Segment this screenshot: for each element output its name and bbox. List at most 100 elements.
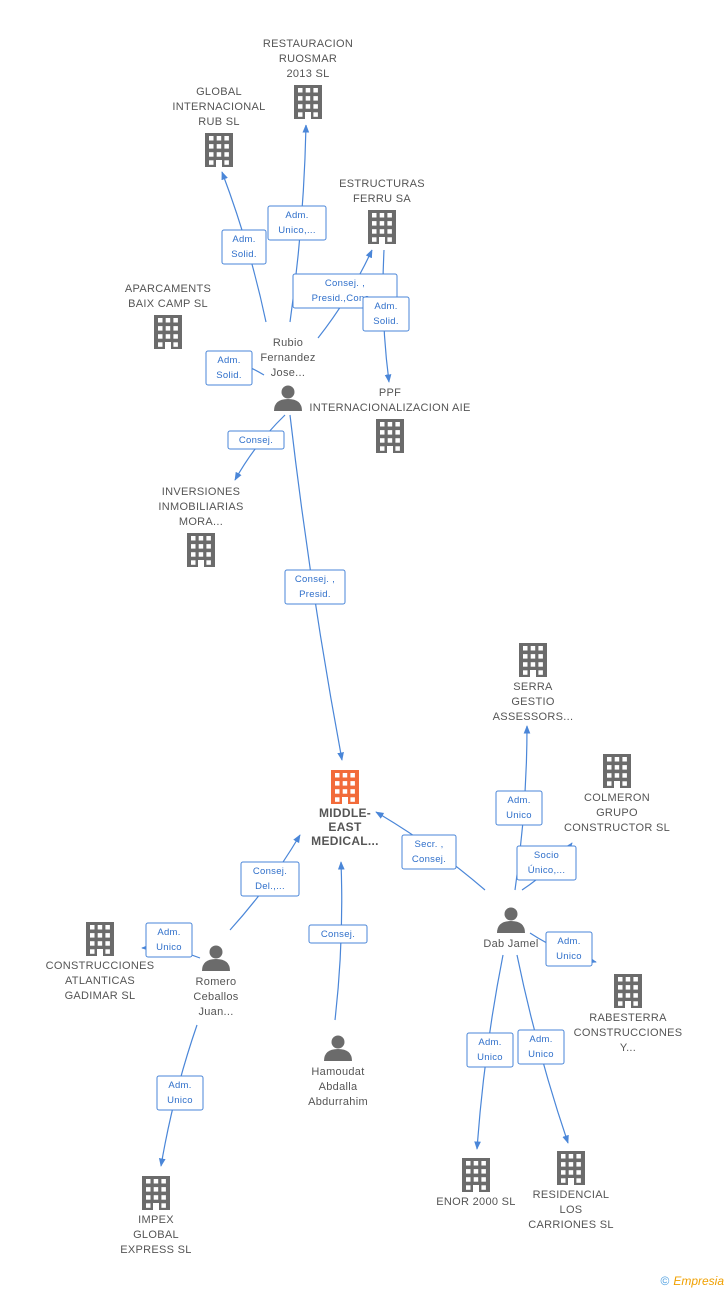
building-icon-ppf[interactable] xyxy=(376,419,404,459)
building-window xyxy=(224,136,229,141)
edge-label-dab-to-colmeron[interactable]: SocioÚnico,... xyxy=(516,845,577,881)
building-window xyxy=(90,957,95,962)
building-door xyxy=(568,1178,574,1185)
edge-label-box xyxy=(308,924,368,944)
company-label-aparcaments-line: BAIX CAMP SL xyxy=(128,298,208,310)
building-window xyxy=(198,568,204,573)
edge-label-rubio-to-inversiones[interactable]: Consej. xyxy=(227,430,285,450)
person-label-rubio: RubioFernandezJose... xyxy=(260,337,315,379)
building-window xyxy=(538,670,543,675)
edge-label-text: Secr. , xyxy=(414,839,443,850)
edge-label-text: Adm. xyxy=(374,301,397,312)
building-icon-focus[interactable] xyxy=(331,770,359,810)
building-window xyxy=(466,1169,471,1174)
building-icon-estructuras[interactable] xyxy=(368,210,396,250)
building-window xyxy=(622,765,627,770)
footer-brand[interactable]: ©Empresia xyxy=(660,1274,724,1288)
person-label-rubio-line: Rubio xyxy=(273,337,303,349)
person-body xyxy=(324,1049,352,1061)
person-icon-romero[interactable] xyxy=(202,945,230,972)
building-icon-impex[interactable] xyxy=(142,1176,170,1216)
edge-label-romero-to-impex[interactable]: Adm.Unico xyxy=(156,1075,204,1111)
building-icon-construcciones-atlanticas[interactable] xyxy=(86,922,114,962)
building-window xyxy=(568,1170,574,1175)
building-window xyxy=(191,544,196,549)
building-window xyxy=(335,773,340,778)
building-window xyxy=(158,318,163,323)
company-label-ppf-line: PPF xyxy=(379,387,401,399)
focus-company-label: MIDDLE-EASTMEDICAL... xyxy=(311,806,378,848)
edge-label-rubio-to-aparcaments[interactable]: Adm.Solid. xyxy=(205,350,253,386)
edge-label-text: Adm. xyxy=(529,1034,552,1045)
edge-label-rubio-to-focus[interactable]: Consej. ,Presid. xyxy=(284,569,346,605)
building-icon-serra[interactable] xyxy=(519,643,547,683)
company-label-impex-line: EXPRESS SL xyxy=(120,1244,191,1256)
building-icon-enor[interactable] xyxy=(462,1158,490,1198)
building-window xyxy=(633,977,638,982)
building-window xyxy=(387,422,393,427)
building-window xyxy=(372,229,377,234)
building-window xyxy=(523,670,528,675)
building-window xyxy=(576,1154,581,1159)
edge-label-text: Unico,... xyxy=(278,225,316,236)
building-window xyxy=(90,941,95,946)
edge-label-text: Solid. xyxy=(231,249,257,260)
edge-label-estructuras-to-ppf[interactable]: Adm.Solid. xyxy=(362,296,410,332)
edge-label-rubio-to-global-internacional[interactable]: Adm.Solid. xyxy=(221,229,267,265)
building-icon-rabesterra[interactable] xyxy=(614,974,642,1014)
company-label-inversiones-line: MORA... xyxy=(179,516,223,528)
building-door xyxy=(153,1203,159,1210)
edge-label-rubio-to-restauracion[interactable]: Adm.Unico,... xyxy=(267,205,327,241)
edge-label-dab-to-enor[interactable]: Adm.Unico xyxy=(466,1032,514,1068)
building-window xyxy=(395,430,400,435)
edge-label-text: Adm. xyxy=(478,1037,501,1048)
edge-label-romero-to-construcciones-atlanticas[interactable]: Adm.Unico xyxy=(145,922,193,958)
edge-label-text: Presid.,Cons... xyxy=(312,293,379,304)
person-icon-rubio[interactable] xyxy=(274,385,302,412)
building-icon-residencial[interactable] xyxy=(557,1151,585,1191)
building-icon-colmeron[interactable] xyxy=(603,754,631,794)
company-label-inversiones-line: INMOBILIARIAS xyxy=(158,501,243,513)
building-window xyxy=(305,104,311,109)
building-window xyxy=(173,350,178,355)
edge-label-text: Unico xyxy=(528,1049,554,1060)
building-window xyxy=(380,446,385,451)
company-label-rabesterra-line: CONSTRUCCIONES xyxy=(574,1027,683,1039)
edge-label-romero-to-focus[interactable]: Consej.Del.,... xyxy=(240,861,300,897)
building-window xyxy=(146,1187,151,1192)
edge-label-dab-to-serra[interactable]: Adm.Unico xyxy=(495,790,543,826)
focus-company-label-line: MIDDLE- xyxy=(319,806,371,820)
building-window xyxy=(161,1195,166,1200)
building-icon-aparcaments[interactable] xyxy=(154,315,182,355)
edge-label-box xyxy=(401,834,457,870)
building-icon-inversiones[interactable] xyxy=(187,533,215,573)
building-window xyxy=(335,805,340,810)
person-icon-hamoudat[interactable] xyxy=(324,1035,352,1062)
building-window xyxy=(561,1162,566,1167)
edge-label-dab-to-focus[interactable]: Secr. ,Consej. xyxy=(401,834,457,870)
building-icon-restauracion[interactable] xyxy=(294,85,322,125)
building-window xyxy=(153,1211,159,1216)
edge-label-text: Adm. xyxy=(557,936,580,947)
building-icon-global-internacional[interactable] xyxy=(205,133,233,173)
building-window xyxy=(350,781,355,786)
building-window xyxy=(561,1178,566,1183)
building-window xyxy=(614,789,620,794)
building-window xyxy=(614,765,620,770)
company-label-construcciones-atlanticas-line: GADIMAR SL xyxy=(65,990,136,1002)
company-label-restauracion-line: 2013 SL xyxy=(286,68,329,80)
building-window xyxy=(530,646,536,651)
building-window xyxy=(198,544,204,549)
person-icon-dab[interactable] xyxy=(497,907,525,934)
building-door xyxy=(530,670,536,677)
edge-label-box xyxy=(267,205,327,241)
edge-label-hamoudat-to-focus[interactable]: Consej. xyxy=(308,924,368,944)
building-window xyxy=(209,152,214,157)
company-label-impex-line: GLOBAL xyxy=(133,1229,179,1241)
edge-label-dab-to-residencial[interactable]: Adm. Unico xyxy=(517,1029,565,1065)
edge-label-dab-to-rabesterra[interactable]: Adm.Unico xyxy=(545,931,593,967)
building-window xyxy=(209,168,214,173)
